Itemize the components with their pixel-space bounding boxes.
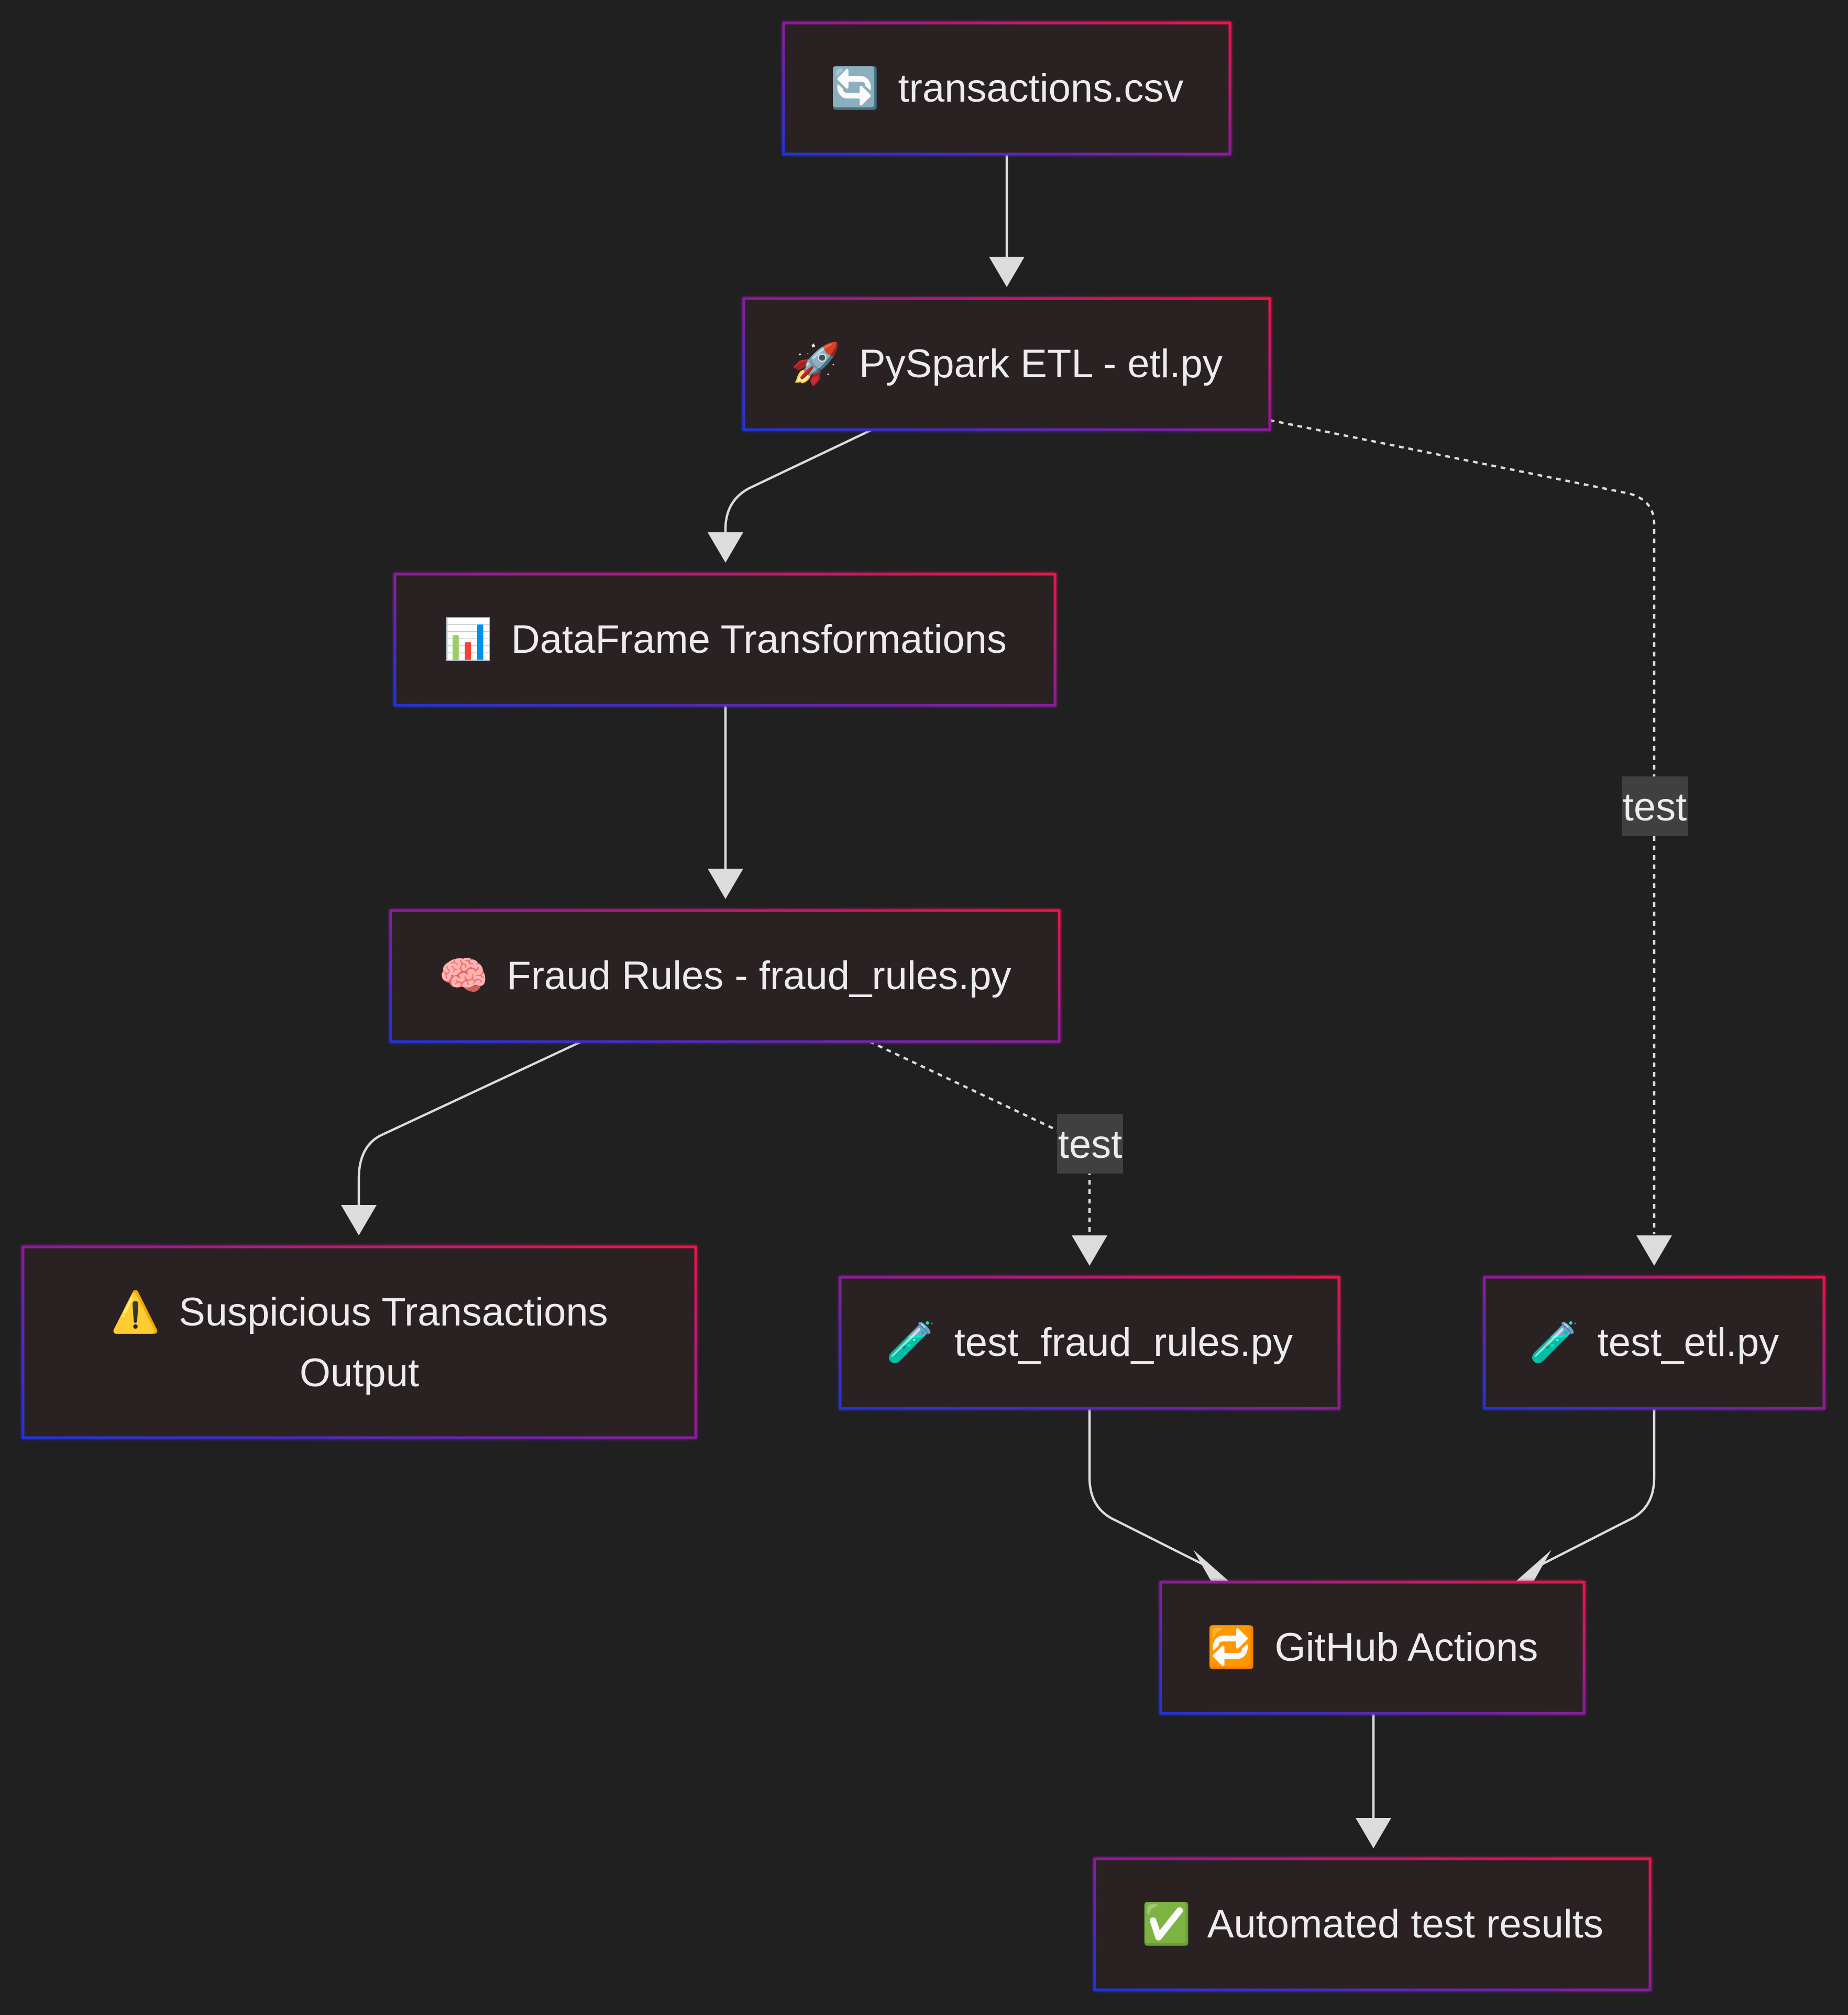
node-etl-label: PySpark ETL - etl.py: [859, 342, 1223, 386]
node-transform-label: DataFrame Transformations: [511, 617, 1007, 662]
arrowhead-test-fraud: [1072, 1235, 1107, 1266]
node-etl-text: 🚀 PySpark ETL - etl.py: [791, 340, 1223, 387]
node-fraud-box: [389, 909, 1061, 1043]
check-mark-icon: ✅: [1141, 1900, 1191, 1947]
node-github-label: GitHub Actions: [1275, 1625, 1538, 1670]
warning-icon: ⚠️: [111, 1288, 160, 1335]
arrowhead-github-right: [1516, 1550, 1552, 1581]
edge-test-fraud-to-github: [1088, 1408, 1203, 1565]
edge-test-etl-to-github: [1542, 1408, 1656, 1565]
node-test-fraud-label: test_fraud_rules.py: [954, 1320, 1293, 1365]
node-fraud-label: Fraud Rules - fraud_rules.py: [507, 954, 1011, 998]
node-suspicious-label-line2: Output: [300, 1351, 419, 1395]
node-transactions[interactable]: 🔄 transactions.csv: [782, 21, 1231, 156]
node-fraud[interactable]: 🧠 Fraud Rules - fraud_rules.py: [389, 909, 1061, 1043]
node-transactions-text: 🔄 transactions.csv: [830, 64, 1184, 111]
node-test-etl-text: 🧪 test_etl.py: [1530, 1319, 1779, 1365]
edge-label-etl-test: test: [1622, 776, 1688, 836]
test-tube-icon: 🧪: [1530, 1319, 1579, 1365]
node-suspicious-text-line1: ⚠️ Suspicious Transactions: [111, 1288, 608, 1335]
refresh-icon: 🔄: [830, 64, 880, 111]
node-test-fraud-box: [839, 1276, 1340, 1410]
arrowhead-suspicious: [341, 1205, 377, 1235]
node-test-etl-label: test_etl.py: [1598, 1320, 1779, 1365]
node-test-fraud-text: 🧪 test_fraud_rules.py: [886, 1319, 1293, 1365]
node-test-etl[interactable]: 🧪 test_etl.py: [1483, 1276, 1825, 1410]
node-test-etl-box: [1483, 1276, 1825, 1410]
node-transactions-box: [782, 21, 1231, 156]
arrowhead-results: [1356, 1818, 1391, 1848]
node-transactions-label: transactions.csv: [898, 66, 1183, 111]
edge-label-etl-test-bg: [1622, 776, 1688, 836]
node-results-label: Automated test results: [1207, 1902, 1603, 1946]
edge-etl-to-test-etl: [1269, 419, 1656, 776]
node-github-text: 🔁 GitHub Actions: [1207, 1624, 1538, 1670]
node-suspicious-label-line1: Suspicious Transactions: [179, 1290, 608, 1334]
edge-fraud-to-test-fraud: [869, 1040, 1059, 1132]
test-tube-icon: 🧪: [886, 1319, 936, 1365]
arrowhead-transform: [708, 532, 743, 563]
arrowhead-etl: [989, 257, 1025, 287]
node-transform-box: [393, 573, 1057, 707]
edge-fraud-to-suspicious: [357, 1040, 582, 1205]
node-transform-text: 📊 DataFrame Transformations: [443, 616, 1007, 662]
arrowhead-test-etl: [1636, 1235, 1672, 1266]
node-results-box: [1093, 1857, 1652, 1991]
node-transform[interactable]: 📊 DataFrame Transformations: [393, 573, 1057, 707]
node-results[interactable]: ✅ Automated test results: [1093, 1857, 1652, 1991]
node-suspicious-box: [21, 1245, 697, 1439]
node-suspicious[interactable]: ⚠️ Suspicious Transactions Output: [21, 1245, 697, 1439]
bar-chart-icon: 📊: [443, 616, 493, 662]
node-etl[interactable]: 🚀 PySpark ETL - etl.py: [742, 297, 1271, 431]
arrowhead-fraud: [708, 869, 743, 899]
edge-etl-to-transform: [724, 428, 873, 547]
node-test-fraud[interactable]: 🧪 test_fraud_rules.py: [839, 1276, 1340, 1410]
node-fraud-text: 🧠 Fraud Rules - fraud_rules.py: [439, 952, 1011, 999]
brain-icon: 🧠: [439, 952, 489, 999]
node-results-text: ✅ Automated test results: [1141, 1900, 1603, 1947]
repeat-icon: 🔁: [1207, 1624, 1257, 1670]
node-etl-box: [742, 297, 1271, 431]
rocket-icon: 🚀: [791, 340, 841, 387]
node-github[interactable]: 🔁 GitHub Actions: [1159, 1581, 1586, 1715]
edge-label-fraud-test-bg: [1057, 1114, 1123, 1174]
edges: [341, 155, 1672, 1848]
edge-label-fraud-test: test: [1057, 1114, 1123, 1174]
node-github-box: [1159, 1581, 1586, 1715]
edge-label-fraud-test-text: test: [1058, 1122, 1123, 1167]
arrowhead-github-left: [1193, 1550, 1229, 1581]
edge-label-etl-test-text: test: [1623, 785, 1687, 829]
